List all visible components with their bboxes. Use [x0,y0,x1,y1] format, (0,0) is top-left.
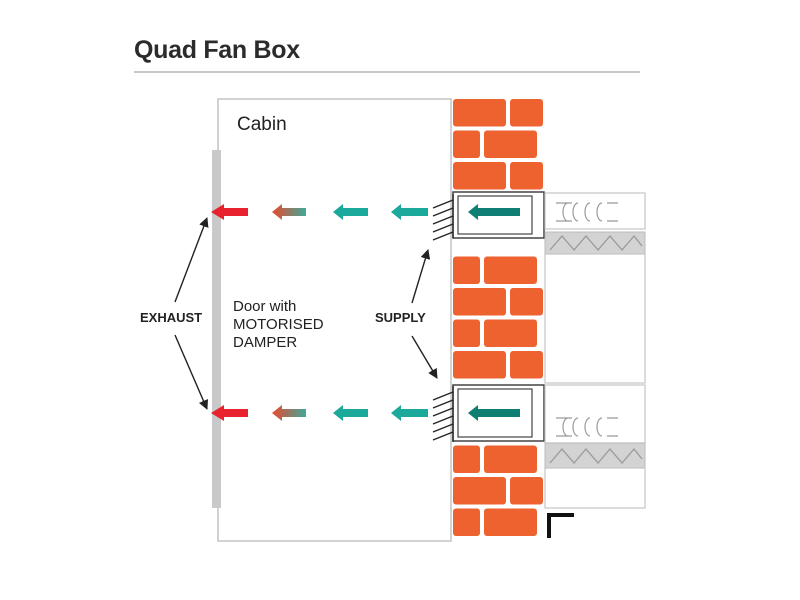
brick [453,130,480,158]
supply-flow-arrow [391,204,428,220]
cabin-box [217,98,452,542]
supply-flow-arrow [391,405,428,421]
lower-louvre [432,386,454,442]
brick [453,162,506,190]
brick [453,351,506,379]
upper-airflow-arrows [211,204,520,220]
page-title: Quad Fan Box [134,36,300,64]
callout-pointers [174,217,438,410]
brick [510,351,543,379]
door-damper-label: Door with MOTORISED DAMPER [233,298,324,351]
brick [510,162,543,190]
brick [453,508,480,536]
brick [453,288,506,316]
brick-wall [453,99,543,536]
cabin-label: Cabin [237,114,287,135]
exhaust-flow-arrow [211,405,248,421]
title-divider [134,71,640,73]
brick [484,445,537,473]
transition-flow-arrow [272,204,306,220]
brick [453,445,480,473]
exhaust-label: EXHAUST [140,310,203,325]
exhaust-flow-arrow [211,204,248,220]
transition-flow-arrow [272,405,306,421]
brick [510,477,543,505]
supply-label: SUPPLY [375,310,426,325]
supply-flow-arrow [333,405,368,421]
supply-flow-arrow [333,204,368,220]
brick [510,288,543,316]
brick [453,256,480,284]
brick [453,319,480,347]
lower-airflow-arrows [211,405,520,421]
brick [453,477,506,505]
door-panel [212,150,221,508]
brick [484,130,537,158]
exterior-wall-structure [544,192,646,538]
upper-louvre [432,194,454,241]
fan-supply-arrow [468,405,520,421]
brick [484,256,537,284]
fan-supply-arrow [468,204,520,220]
brick [484,508,537,536]
brick [510,99,543,127]
brick [484,319,537,347]
brick [453,99,506,127]
